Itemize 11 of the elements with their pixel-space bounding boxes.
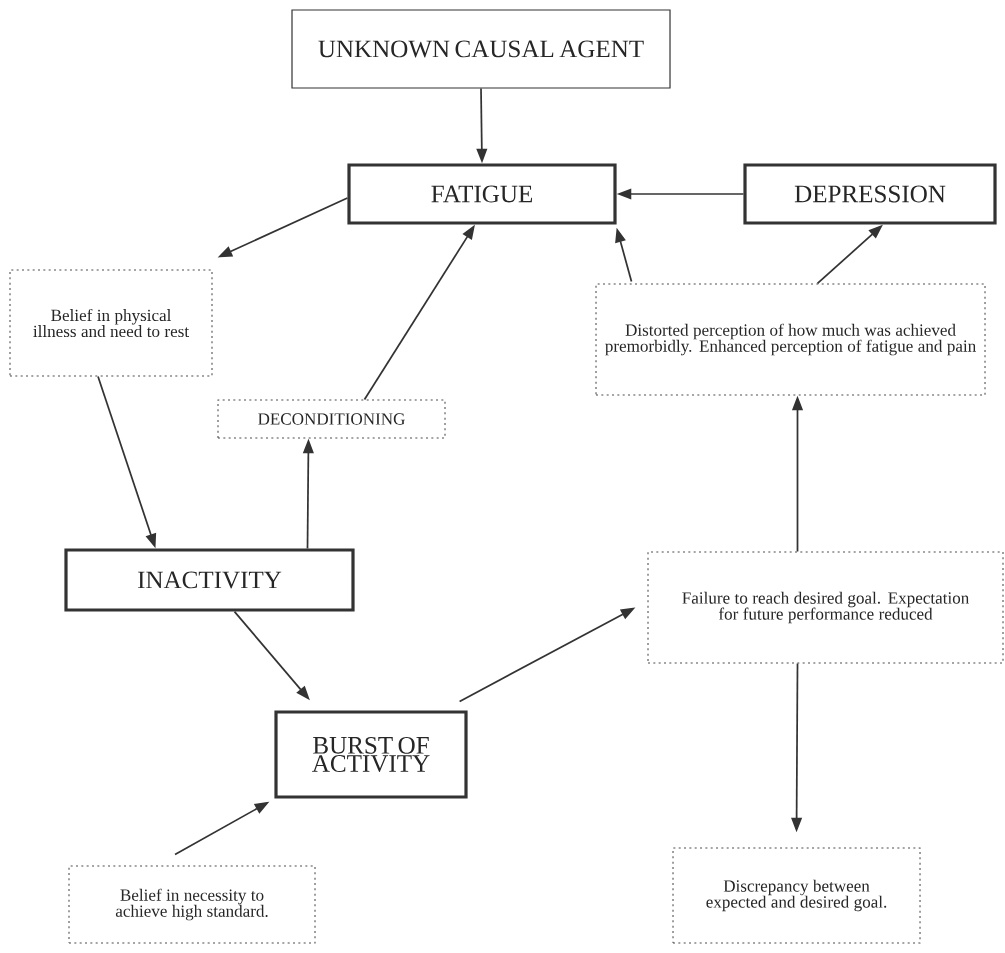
process-box: FATIGUE — [347, 163, 617, 225]
note-box: Belief in physical illness and need to rest — [9, 269, 213, 377]
note-box: Belief in necessity to achieve high standard. — [68, 865, 316, 944]
note-box: Distorted perception of how much was achieved premorbidly. Enhanced perception of fatigue and pain — [595, 283, 986, 396]
note-box: Discrepancy between expected and desired goal. — [672, 847, 921, 944]
process-box: INACTIVITY — [64, 548, 355, 612]
process-box: BURST OF ACTIVITY — [274, 710, 468, 799]
process-box: DEPRESSION — [743, 163, 997, 225]
note-box: Failure to reach desired goal. Expectation for future performance reduced — [647, 551, 1004, 664]
note-box: DECONDITIONING — [217, 399, 446, 439]
agent-box: UNKNOWN CAUSAL AGENT — [291, 9, 671, 89]
